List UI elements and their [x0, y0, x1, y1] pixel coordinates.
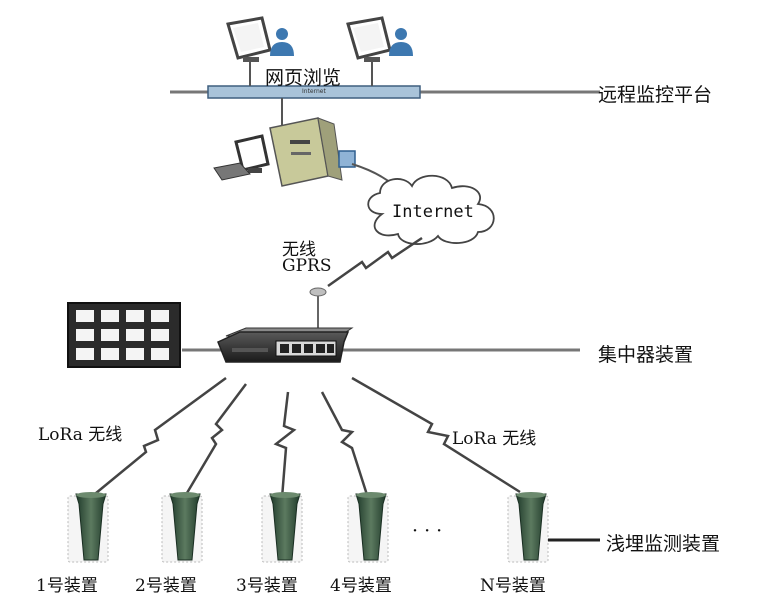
internet-cloud [367, 174, 495, 245]
user-icon [389, 28, 413, 56]
server-workstation-icon [213, 117, 356, 187]
lora-wireless-links [89, 376, 521, 499]
lora-right-label: LoRa 无线 [452, 429, 537, 449]
monitoring-device-2 [161, 492, 203, 563]
device-label-3: 3号装置 [236, 576, 298, 596]
solar-panel-icon [67, 302, 181, 368]
device-label-2: 2号装置 [135, 576, 197, 596]
device-label-4: 4号装置 [330, 576, 392, 596]
device-label-1: 1号装置 [36, 576, 98, 596]
antenna-icon [309, 287, 327, 334]
internet-bar-label: Internet [302, 88, 326, 95]
monitoring-device-3 [261, 492, 303, 563]
concentrator-label: 集中器装置 [598, 344, 694, 366]
gprs-wireless-link [327, 236, 423, 288]
gprs-label: GPRS [282, 256, 332, 276]
remote-platform-label: 远程监控平台 [598, 84, 713, 106]
user-icon [270, 28, 294, 56]
lora-link-2 [182, 383, 247, 499]
gprs-wireless-label: 无线 [282, 240, 316, 260]
computer-monitor-icon [226, 16, 272, 62]
shallow-monitor-label: 浅埋监测装置 [606, 533, 721, 555]
concentrator-device-icon [217, 327, 354, 363]
computer-monitor-icon [346, 16, 392, 62]
lora-link-1 [89, 376, 227, 499]
monitoring-device-4 [347, 492, 389, 563]
lora-link-5 [351, 376, 521, 494]
lora-left-label: LoRa 无线 [38, 425, 123, 445]
lora-link-4 [320, 391, 370, 499]
cloud-internet-label: Internet [392, 202, 474, 222]
web-browse-label: 网页浏览 [265, 67, 342, 89]
internet-bar [207, 85, 421, 99]
monitoring-device-1 [67, 492, 109, 563]
ellipsis-dots: · · · [412, 520, 443, 542]
monitoring-device-n [507, 492, 549, 563]
device-label-n: N号装置 [480, 576, 546, 596]
lora-link-3 [273, 391, 297, 499]
